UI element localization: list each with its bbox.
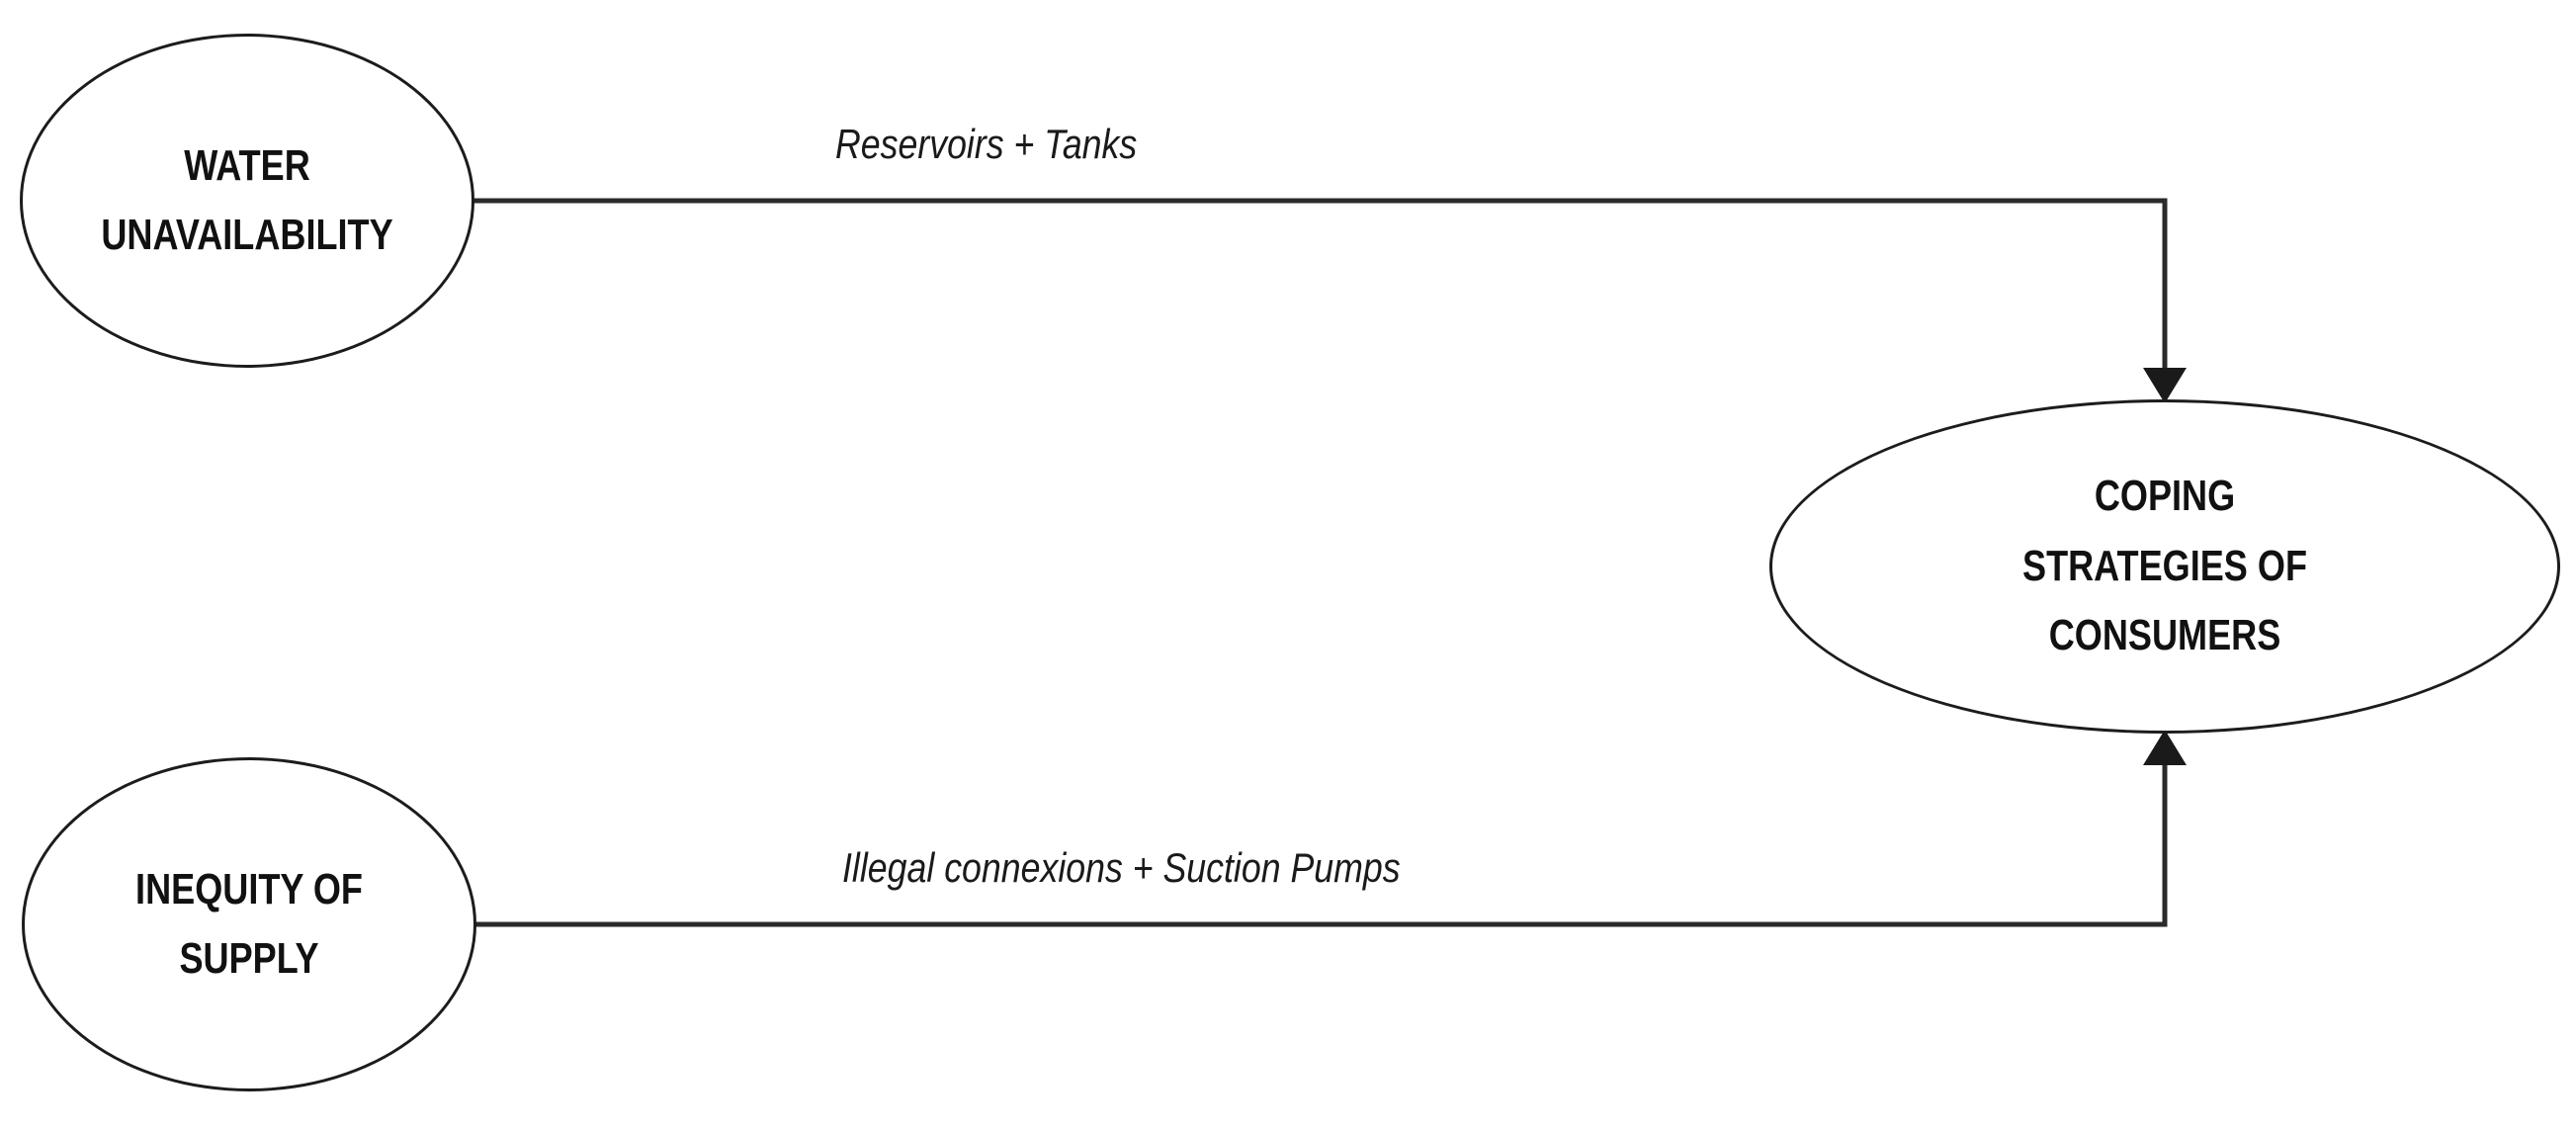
arrowhead-up-icon — [2143, 730, 2187, 765]
node-water-unavailability-label: WATER UNAVAILABILITY — [101, 140, 393, 259]
node-coping-strategies-of-consumers-label: COPING STRATEGIES OF CONSUMERS — [2022, 472, 2307, 660]
arrowhead-down-icon — [2143, 368, 2187, 403]
node-inequity-of-supply: INEQUITY OF SUPPLY — [22, 757, 476, 1091]
node-inequity-of-supply-label: INEQUITY OF SUPPLY — [135, 864, 363, 983]
edge-water-to-coping-line — [472, 198, 2168, 372]
edge-label-illegal-connexions-suction-pumps: Illegal connexions + Suction Pumps — [842, 844, 1401, 891]
edge-inequity-to-coping-line — [474, 761, 2168, 927]
node-water-unavailability: WATER UNAVAILABILITY — [20, 34, 474, 368]
node-coping-strategies-of-consumers: COPING STRATEGIES OF CONSUMERS — [1769, 399, 2560, 734]
edge-label-reservoirs-tanks: Reservoirs + Tanks — [835, 121, 1138, 167]
